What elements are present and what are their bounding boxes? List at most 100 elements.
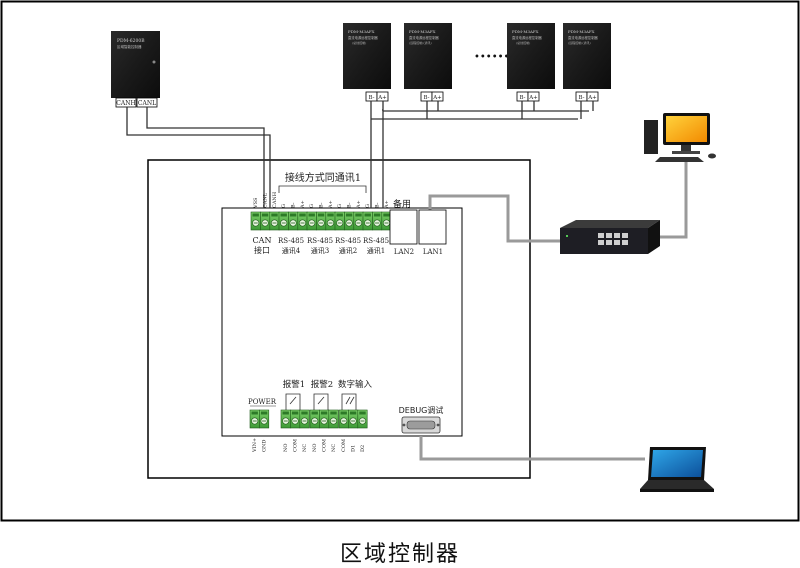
bottom-terminal-block xyxy=(249,409,368,429)
relay-symbols xyxy=(285,393,357,410)
bottom-pin-9: COM xyxy=(341,439,347,452)
bottom-pin-1: VIN+ xyxy=(252,438,258,453)
can-label-line2: 接口 xyxy=(254,245,270,255)
can-device: PDM-6200B 区域智能控制器 CANH CANL xyxy=(111,31,160,108)
rs485-2-port-a: A+ xyxy=(432,95,442,101)
top-terminal-rs485-4-3 xyxy=(297,211,308,231)
bottom-pin-2: GND xyxy=(261,440,267,452)
top-terminal-rs485-1-1 xyxy=(362,211,373,231)
top-pin-12: A+ xyxy=(356,200,362,209)
bottom-terminal-alarm2-2 xyxy=(319,409,330,429)
rs485-4-line2: 通讯4 xyxy=(282,246,301,255)
lan-ports: LAN2 LAN1 xyxy=(389,209,447,256)
top-pin-3: CANH xyxy=(272,191,278,208)
rs485-4-sub2: (远程控制)(通讯) xyxy=(568,40,591,45)
bottom-terminal-digital-1 xyxy=(338,409,349,429)
bottom-pin-7: COM xyxy=(321,439,327,452)
rs485-2-line1: RS-485 xyxy=(335,237,361,245)
network-switch-icon xyxy=(560,220,660,254)
top-pin-11: B- xyxy=(346,202,352,208)
top-pin-5: B- xyxy=(290,202,296,208)
lan2-label: LAN2 xyxy=(394,248,414,256)
top-terminal-can-1 xyxy=(250,211,261,231)
top-pin-10: G xyxy=(337,204,343,208)
rs485-3-port-b: B- xyxy=(519,95,525,101)
top-group-labels: CAN 接口 RS-485 通讯4 RS-485 通讯3 RS-485 通讯2 … xyxy=(253,236,389,255)
rs485-wiring xyxy=(370,101,594,208)
bottom-pin-4: COM xyxy=(292,439,298,452)
top-pin-13: G xyxy=(365,204,371,208)
controller-enclosure xyxy=(147,159,531,479)
bottom-terminal-alarm2-1 xyxy=(309,409,320,429)
rs485-4-line1: RS-485 xyxy=(278,237,304,245)
top-terminal-rs485-2-3 xyxy=(353,211,364,231)
alarm1-label: 报警1 xyxy=(283,379,305,390)
top-pin-2: CANL xyxy=(262,192,268,208)
top-terminal-rs485-3-3 xyxy=(325,211,336,231)
rs485-device-3: PDM-M3AFX 直流电源远程控制器 (总线控制) B- A+ xyxy=(507,23,555,102)
bottom-terminal-alarm1-1 xyxy=(280,409,291,429)
top-pin-8: B- xyxy=(318,202,324,208)
lan1-label: LAN1 xyxy=(423,248,443,256)
rs485-1-subtitle: 直流电源远程控制器 xyxy=(348,35,378,40)
bottom-pin-10: D1 xyxy=(350,445,356,452)
top-terminal-rs485-4-1 xyxy=(278,211,289,231)
top-terminal-block xyxy=(250,211,392,231)
can-port-h: CANH xyxy=(116,100,135,107)
top-terminal-rs485-2-2 xyxy=(344,211,355,231)
rs485-1-port-b: B- xyxy=(368,95,374,101)
alarm2-label: 报警2 xyxy=(311,379,333,390)
power-label: POWER xyxy=(248,398,277,406)
bottom-pin-11: D2 xyxy=(360,445,366,452)
bottom-pin-6: NO xyxy=(312,444,318,452)
bottom-terminal-alarm1-2 xyxy=(290,409,301,429)
rs485-2-subtitle: 直流电源远程控制器 xyxy=(409,35,439,40)
top-terminal-rs485-3-1 xyxy=(306,211,317,231)
bottom-pin-3: NO xyxy=(283,444,289,452)
digital-input-label: 数字输入 xyxy=(338,379,373,390)
can-port-l: CANL xyxy=(138,100,156,107)
rs485-3-line2: 通讯3 xyxy=(311,246,329,255)
bottom-terminal-alarm2-3 xyxy=(328,409,339,429)
top-pin-4: G xyxy=(281,204,287,208)
rs485-3-port-a: A+ xyxy=(528,95,538,101)
desktop-computer-icon xyxy=(644,113,716,162)
diagram-caption: 区域控制器 xyxy=(339,542,460,567)
bottom-terminal-digital-2 xyxy=(348,409,359,429)
rs485-2-line2: 通讯2 xyxy=(339,246,357,255)
bus-bracket xyxy=(278,185,367,193)
outer-frame xyxy=(0,0,800,522)
bottom-terminal-power-1 xyxy=(249,409,260,429)
rs485-2-title: PDM-M3AFX xyxy=(409,29,436,34)
top-pin-15: A+ xyxy=(384,200,390,209)
bus-label: 接线方式同通讯1 xyxy=(285,171,361,184)
top-pin-9: A+ xyxy=(328,200,334,209)
rs485-1-sub2: (总线控制) xyxy=(352,40,366,45)
rs485-4-port-b: B- xyxy=(578,95,584,101)
top-pin-6: A+ xyxy=(300,200,306,209)
top-pin-7: G xyxy=(309,204,315,208)
bottom-terminal-digital-3 xyxy=(357,409,368,429)
rs485-4-title: PDM-M3AFX xyxy=(568,29,595,34)
top-terminal-rs485-2-1 xyxy=(334,211,345,231)
rs485-2-port-b: B- xyxy=(423,95,429,101)
debug-connector xyxy=(401,416,441,434)
bottom-pin-5: NC xyxy=(302,444,308,452)
laptop-icon xyxy=(640,447,714,492)
rs485-device-4: PDM-M3AFX 直流电源远程控制器 (远程控制)(通讯) B- A+ xyxy=(563,23,611,102)
can-label-line1: CAN xyxy=(253,236,272,245)
top-terminal-rs485-4-2 xyxy=(288,211,299,231)
rs485-3-title: PDM-M3AFX xyxy=(512,29,539,34)
top-pin-14: B- xyxy=(374,202,380,208)
top-terminal-can-3 xyxy=(269,211,280,231)
rs485-device-2: PDM-M3AFX 直流电源远程控制器 (远程控制)(通讯) B- A+ xyxy=(404,23,452,102)
debug-label: DEBUG调试 xyxy=(399,405,444,415)
rs485-3-line1: RS-485 xyxy=(307,237,333,245)
rs485-2-sub2: (远程控制)(通讯) xyxy=(409,40,432,45)
rs485-4-subtitle: 直流电源远程控制器 xyxy=(568,35,598,40)
rs485-4-port-a: A+ xyxy=(587,95,597,101)
can-wiring xyxy=(126,107,271,208)
top-terminal-can-2 xyxy=(260,211,271,231)
